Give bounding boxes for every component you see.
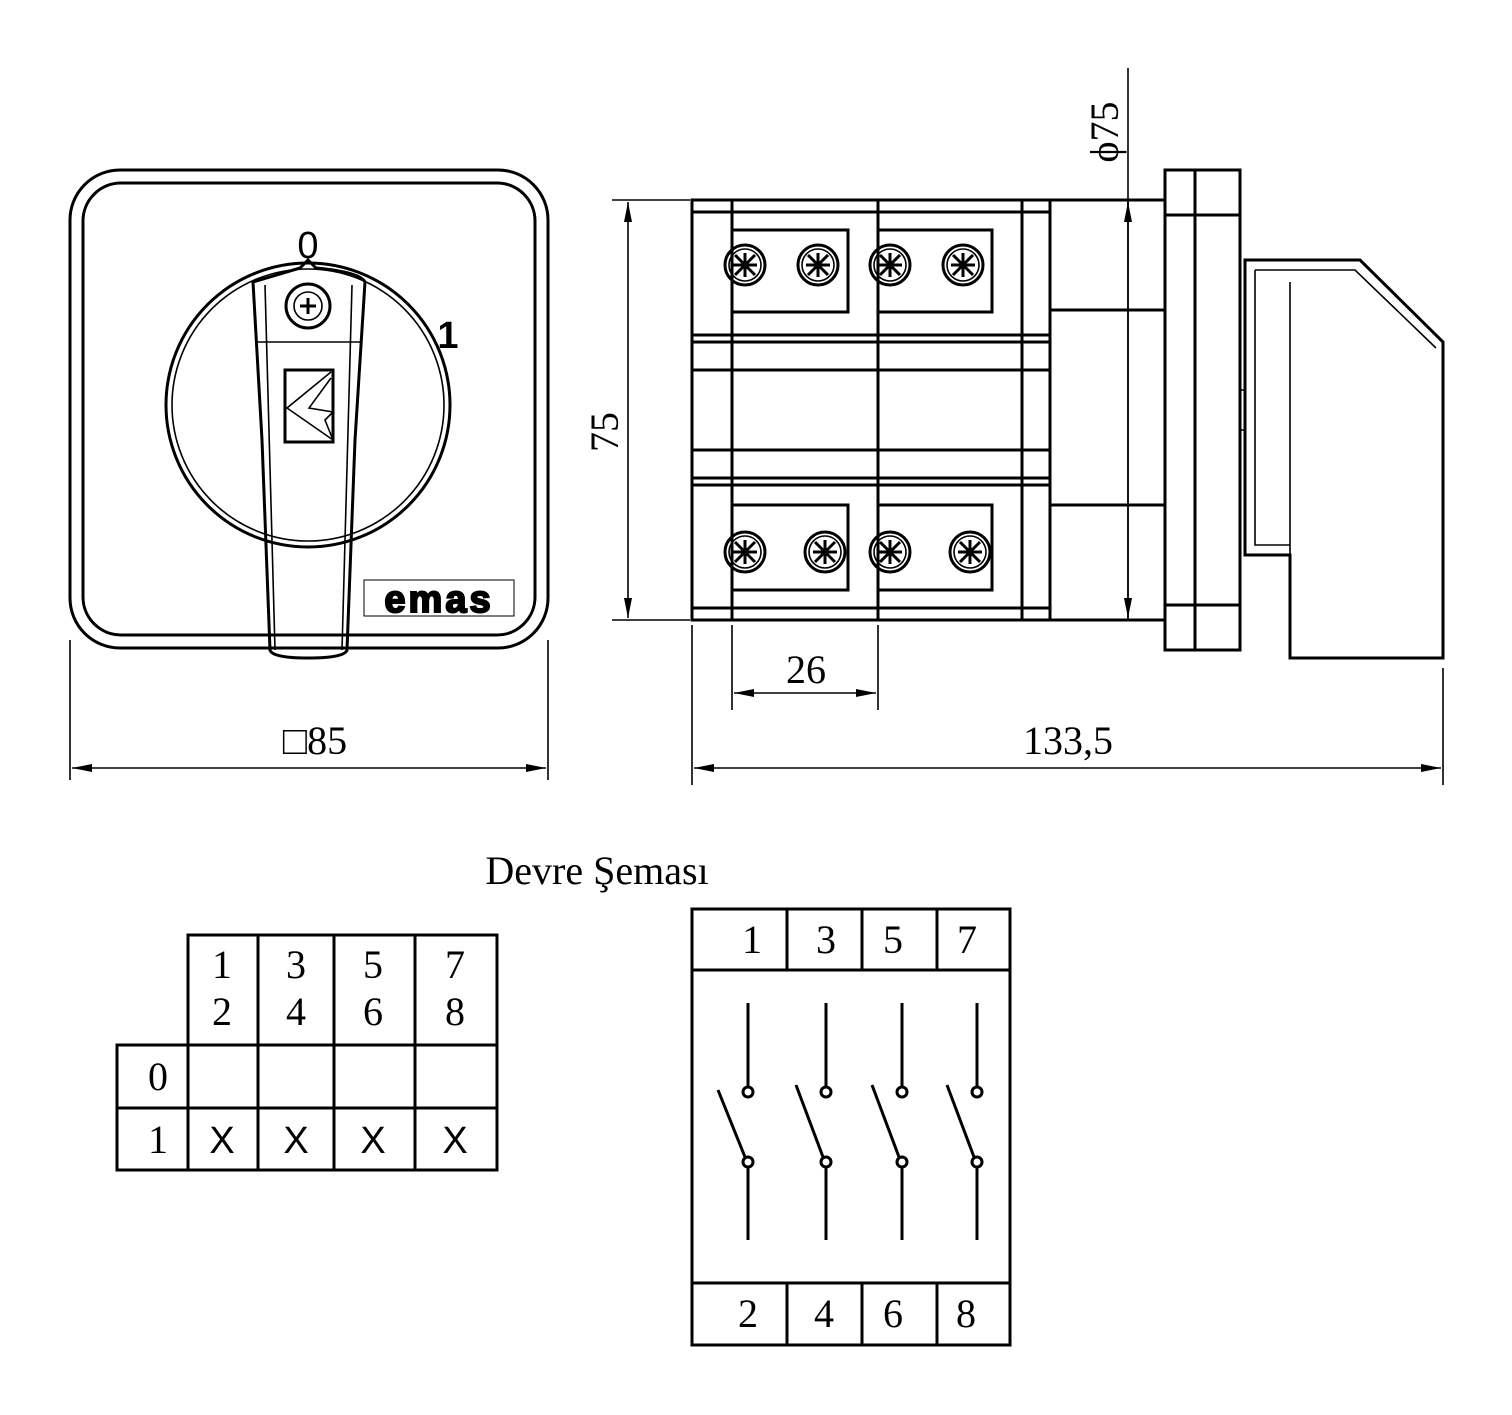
side-view xyxy=(690,168,1445,660)
front-plate-outer xyxy=(68,168,550,650)
col-header: 4 xyxy=(286,989,306,1034)
handle-screw-icon xyxy=(284,282,332,330)
brand-logo-icon xyxy=(283,368,335,444)
circuit-schematic: 1 3 5 7 2 4 6 8 xyxy=(690,907,1012,1347)
terminal-label: 6 xyxy=(883,1291,903,1336)
terminal-screw-icon xyxy=(723,243,992,574)
row-label: 1 xyxy=(148,1117,168,1162)
terminal-label: 2 xyxy=(738,1291,758,1336)
table-cell: X xyxy=(442,1120,467,1162)
col-header: 2 xyxy=(212,989,232,1034)
terminal-label: 5 xyxy=(883,917,903,962)
terminal-label: 4 xyxy=(814,1291,834,1336)
terminal-label: 7 xyxy=(957,917,977,962)
switching-table: 1 2 3 4 5 6 7 8 0 1 X X X X xyxy=(115,933,499,1172)
dim-133-5: 133,5 xyxy=(1023,718,1113,763)
table-cell: X xyxy=(209,1120,234,1162)
col-header: 5 xyxy=(363,942,383,987)
dim-26: 26 xyxy=(786,647,826,692)
table-cell: X xyxy=(283,1120,308,1162)
col-header: 3 xyxy=(286,942,306,987)
position-1-label: 1 xyxy=(437,315,458,357)
emas-logo: emas xyxy=(384,579,493,621)
dim-75: 75 xyxy=(582,412,627,452)
switch-contacts-icon xyxy=(716,1003,984,1240)
handle-side-profile xyxy=(1243,258,1445,660)
col-header: 8 xyxy=(445,989,465,1034)
dim-square-85: □85 xyxy=(283,718,347,763)
terminal-label: 3 xyxy=(816,917,836,962)
col-header: 1 xyxy=(212,942,232,987)
switch-body xyxy=(690,198,1052,622)
front-view: 0 1 emas xyxy=(68,168,550,660)
table-cell: X xyxy=(360,1120,385,1162)
terminal-label: 1 xyxy=(742,917,762,962)
row-label: 0 xyxy=(148,1054,168,1099)
col-header: 6 xyxy=(363,989,383,1034)
rotary-handle xyxy=(251,257,367,660)
dimensions: □85 26 133,5 75 ϕ75 xyxy=(69,68,1444,785)
position-0-label: 0 xyxy=(297,225,318,267)
col-header: 7 xyxy=(445,942,465,987)
terminal-label: 8 xyxy=(956,1291,976,1336)
dim-diameter-75: ϕ75 xyxy=(1082,101,1127,162)
circuit-title: Devre Şeması xyxy=(485,848,708,893)
mounting-flange xyxy=(1163,168,1242,652)
front-plate-inner xyxy=(81,181,537,637)
dial-circle xyxy=(164,261,452,549)
